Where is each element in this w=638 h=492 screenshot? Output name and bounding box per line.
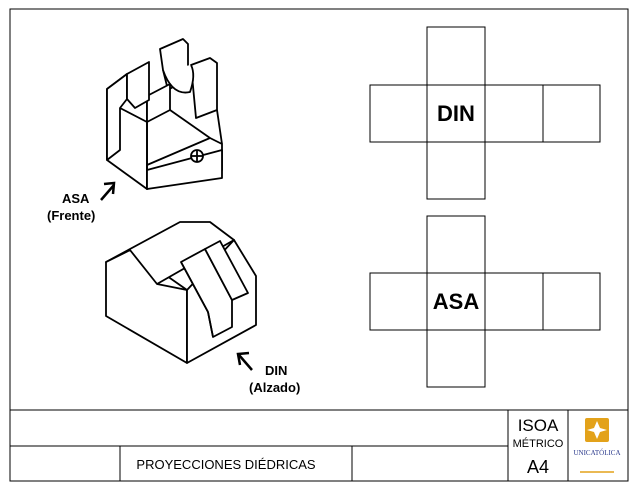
asa-projection-cross — [369, 215, 601, 388]
title-block-frame — [10, 409, 628, 481]
asa-isometric-piece — [106, 38, 223, 190]
din-center-label: DIN — [437, 101, 475, 126]
unicatolica-logo: UNICATÓLICA — [573, 418, 621, 473]
sheet-border — [9, 8, 629, 482]
din-view-sublabel: (Alzado) — [249, 380, 300, 395]
logo-name: UNICATÓLICA — [573, 449, 620, 457]
asa-view-arrow — [100, 181, 116, 201]
din-view-arrow — [236, 351, 253, 371]
din-isometric-piece — [105, 221, 257, 364]
din-view-label: DIN — [265, 363, 287, 378]
sheet-format: A4 — [527, 457, 549, 477]
asa-center-label: ASA — [433, 289, 480, 314]
asa-view-label: ASA — [62, 191, 90, 206]
drawing-title: PROYECCIONES DIÉDRICAS — [136, 457, 315, 472]
projection-system-line1: ISOA — [518, 416, 559, 435]
asa-view-sublabel: (Frente) — [47, 208, 95, 223]
projection-system-line2: MÉTRICO — [513, 437, 564, 450]
din-projection-cross — [369, 26, 601, 200]
